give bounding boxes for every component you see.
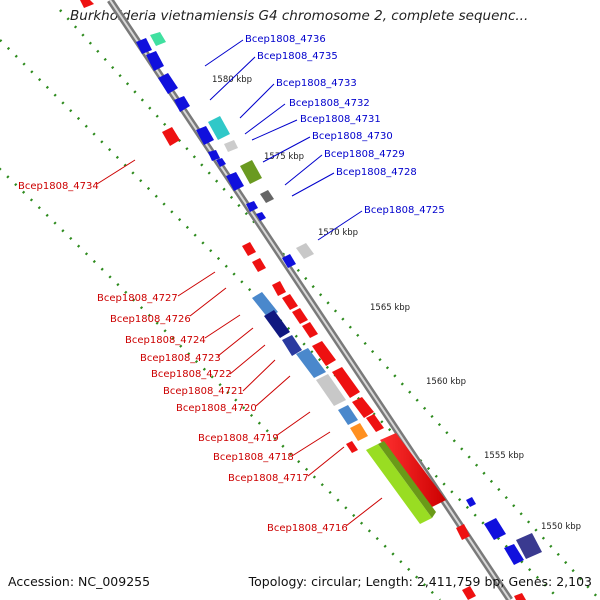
middle-genes (252, 292, 436, 524)
gene-feature[interactable] (484, 518, 506, 540)
gene-feature[interactable] (252, 258, 266, 272)
gene-label[interactable]: Bcep1808_4718 (213, 452, 294, 463)
gene-feature[interactable] (196, 126, 214, 145)
gene-feature[interactable] (316, 374, 346, 406)
gene-feature[interactable] (350, 423, 368, 441)
gene-feature[interactable] (302, 322, 318, 338)
gene-label[interactable]: Bcep1808_4727 (97, 293, 178, 304)
gene-label[interactable]: Bcep1808_4723 (140, 353, 221, 364)
gene-feature[interactable] (224, 140, 238, 152)
gene-feature[interactable] (246, 201, 258, 212)
gene-label[interactable]: Bcep1808_4726 (110, 314, 191, 325)
gene-feature[interactable] (296, 348, 326, 378)
gene-feature[interactable] (260, 190, 274, 203)
kbp-labels: 1580 kbp 1575 kbp 1570 kbp 1565 kbp 1560… (212, 75, 581, 532)
gene-label[interactable]: Bcep1808_4734 (18, 181, 99, 192)
accession-label: Accession: NC_009255 (8, 574, 151, 589)
reverse-gene-labels: Bcep1808_4734 Bcep1808_4727 Bcep1808_472… (18, 181, 348, 534)
forward-strand-genes (136, 32, 542, 565)
gene-feature[interactable] (80, 0, 94, 8)
gene-feature[interactable] (264, 310, 290, 338)
gene-label[interactable]: Bcep1808_4731 (300, 114, 381, 125)
gene-feature[interactable] (174, 96, 190, 112)
gene-feature[interactable] (462, 586, 476, 600)
gene-feature[interactable] (282, 335, 302, 356)
gene-feature[interactable] (208, 150, 220, 161)
tick-track-outer (59, 9, 600, 600)
tick-track-left (0, 167, 441, 600)
gene-feature[interactable] (162, 127, 180, 146)
gene-feature[interactable] (516, 533, 542, 559)
gene-feature[interactable] (366, 414, 384, 432)
gene-feature[interactable] (150, 32, 166, 46)
gene-feature[interactable] (136, 38, 152, 54)
reverse-strand-genes (80, 0, 526, 600)
gene-feature[interactable] (208, 116, 230, 140)
gene-label[interactable]: Bcep1808_4724 (125, 335, 206, 346)
kbp-label-1570: 1570 kbp (318, 228, 358, 238)
gene-label[interactable]: Bcep1808_4717 (228, 473, 309, 484)
gene-label[interactable]: Bcep1808_4722 (151, 369, 232, 380)
gene-label[interactable]: Bcep1808_4720 (176, 403, 257, 414)
gene-label[interactable]: Bcep1808_4732 (289, 98, 370, 109)
gene-label[interactable]: Bcep1808_4725 (364, 205, 445, 216)
gene-feature[interactable] (296, 243, 314, 259)
forward-gene-labels: Bcep1808_4736 Bcep1808_4735 Bcep1808_473… (245, 34, 445, 216)
kbp-label-1575: 1575 kbp (264, 152, 304, 162)
kbp-label-1550: 1550 kbp (541, 522, 581, 532)
gene-feature[interactable] (378, 441, 436, 518)
gene-feature[interactable] (338, 405, 358, 425)
gene-label[interactable]: Bcep1808_4719 (198, 433, 279, 444)
gene-label[interactable]: Bcep1808_4735 (257, 51, 338, 62)
gene-label[interactable]: Bcep1808_4733 (276, 78, 357, 89)
gene-label[interactable]: Bcep1808_4728 (336, 167, 417, 178)
gene-feature[interactable] (240, 160, 262, 184)
gene-feature[interactable] (346, 441, 358, 453)
gene-label[interactable]: Bcep1808_4716 (267, 523, 348, 534)
gene-label[interactable]: Bcep1808_4730 (312, 131, 393, 142)
gene-feature[interactable] (256, 212, 266, 221)
gene-feature[interactable] (146, 51, 164, 71)
gene-feature[interactable] (242, 242, 256, 256)
gene-label[interactable]: Bcep1808_4721 (163, 386, 244, 397)
forward-label-leaders (204, 39, 363, 241)
gene-feature[interactable] (504, 544, 524, 565)
gene-feature[interactable] (312, 341, 336, 366)
reverse-label-leaders (96, 159, 383, 527)
gene-label[interactable]: Bcep1808_4729 (324, 149, 405, 160)
gene-feature[interactable] (466, 497, 476, 507)
gene-feature[interactable] (216, 158, 226, 167)
page-title: Burkholderia vietnamiensis G4 chromosome… (70, 8, 529, 24)
gene-feature[interactable] (366, 444, 432, 524)
gene-feature[interactable] (332, 367, 360, 398)
genome-summary: Topology: circular; Length: 2,411,759 bp… (248, 574, 592, 589)
kbp-label-1555: 1555 kbp (484, 451, 524, 461)
kbp-label-1560: 1560 kbp (426, 377, 466, 387)
kbp-label-1565: 1565 kbp (370, 303, 410, 313)
gene-feature[interactable] (514, 593, 526, 600)
gene-feature[interactable] (158, 73, 178, 94)
gene-feature[interactable] (282, 254, 296, 268)
gene-feature[interactable] (456, 524, 470, 540)
gene-feature[interactable] (272, 281, 286, 296)
gene-feature[interactable] (282, 294, 298, 310)
gene-feature[interactable] (380, 433, 446, 508)
gene-feature[interactable] (292, 308, 308, 324)
gene-label[interactable]: Bcep1808_4736 (245, 34, 326, 45)
gene-feature[interactable] (226, 172, 244, 191)
kbp-label-1580: 1580 kbp (212, 75, 252, 85)
gene-feature[interactable] (352, 397, 374, 418)
